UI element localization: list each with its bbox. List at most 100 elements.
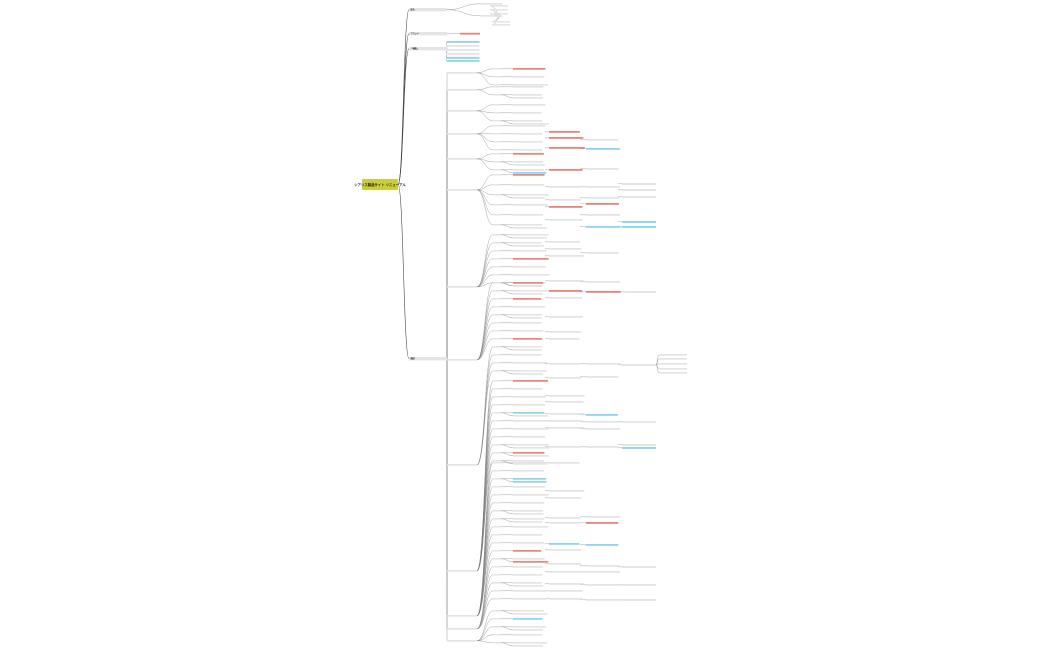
mindmap-node[interactable] (490, 9, 508, 11)
mindmap-node[interactable] (493, 362, 501, 364)
mindmap-node[interactable] (447, 158, 477, 160)
mindmap-node[interactable] (513, 97, 543, 99)
mindmap-node[interactable] (447, 110, 477, 112)
mindmap-node[interactable] (513, 224, 543, 226)
mindmap-node[interactable] (549, 401, 584, 403)
mindmap-node[interactable] (493, 76, 501, 78)
mindmap-node[interactable] (586, 281, 621, 283)
mindmap-node[interactable] (513, 141, 543, 143)
mindmap-node[interactable] (586, 203, 619, 205)
mindmap-node[interactable] (493, 590, 501, 592)
mindmap-node[interactable] (586, 214, 621, 216)
mindmap-node[interactable] (549, 297, 583, 299)
mindmap-node[interactable] (513, 598, 547, 600)
mindmap-node[interactable] (493, 370, 501, 372)
mindmap-node[interactable] (586, 363, 620, 365)
mindmap-node[interactable] (493, 141, 501, 143)
mindmap-node[interactable] (513, 420, 549, 422)
mindmap-node[interactable] (493, 330, 501, 332)
mindmap-node[interactable] (513, 314, 543, 316)
mindmap-node[interactable] (549, 363, 580, 365)
mindmap-node[interactable] (549, 280, 584, 282)
mindmap-node[interactable] (513, 463, 548, 465)
mindmap-node[interactable] (492, 21, 510, 23)
mindmap-node[interactable] (493, 174, 501, 176)
mindmap-node[interactable] (446, 57, 480, 59)
mindmap-node[interactable] (447, 570, 477, 572)
mindmap-node[interactable] (493, 298, 501, 300)
mindmap-node[interactable] (513, 618, 543, 620)
mindmap-node[interactable] (513, 388, 543, 390)
mindmap-node[interactable] (447, 189, 477, 191)
mindmap-node[interactable] (493, 153, 501, 155)
mindmap-node[interactable] (513, 582, 542, 584)
mindmap-node[interactable] (549, 517, 581, 519)
mindmap-node[interactable] (549, 248, 582, 250)
mindmap-node[interactable] (493, 290, 501, 292)
mindmap-node[interactable] (480, 3, 502, 5)
mindmap-node[interactable] (513, 370, 547, 372)
mindmap-node[interactable] (493, 486, 501, 488)
mindmap-node[interactable] (549, 571, 585, 573)
mindmap-node[interactable] (493, 542, 501, 544)
mindmap-node[interactable] (513, 174, 545, 176)
mindmap-node[interactable] (513, 613, 548, 615)
mindmap-node[interactable] (493, 282, 501, 284)
mindmap-node[interactable] (493, 494, 501, 496)
mindmap-node[interactable] (493, 161, 501, 163)
mindmap-node[interactable] (493, 534, 501, 536)
mindmap-node[interactable] (586, 414, 619, 416)
mindmap-node[interactable] (513, 169, 545, 171)
mindmap-node[interactable] (513, 574, 543, 576)
mindmap-node[interactable] (513, 214, 544, 216)
mindmap-node[interactable] (493, 380, 501, 382)
mindmap-node[interactable] (513, 550, 542, 552)
mindmap-node[interactable] (513, 237, 547, 239)
mindmap-node[interactable] (586, 584, 621, 586)
mindmap-node[interactable] (513, 245, 544, 247)
mindmap-node[interactable] (586, 376, 619, 378)
mindmap-node[interactable] (513, 415, 549, 417)
mindmap-node[interactable] (493, 436, 501, 438)
mindmap-node[interactable] (513, 293, 543, 295)
mindmap-node[interactable] (549, 338, 580, 340)
mindmap-node[interactable] (513, 68, 546, 70)
mindmap-node[interactable] (622, 291, 656, 293)
mindmap-node[interactable] (549, 206, 583, 208)
mindmap-node[interactable] (586, 544, 619, 546)
mindmap-node[interactable] (493, 420, 501, 422)
mindmap-node[interactable] (549, 583, 584, 585)
mindmap-node[interactable] (513, 412, 545, 414)
mindmap-node[interactable] (513, 184, 545, 186)
mindmap-node[interactable] (513, 298, 542, 300)
mindmap-node[interactable] (493, 462, 501, 464)
mindmap-node[interactable] (447, 640, 477, 642)
mindmap-node[interactable] (513, 452, 545, 454)
mindmap-node[interactable] (490, 5, 508, 7)
mindmap-node[interactable] (622, 183, 656, 185)
mindmap-node[interactable] (549, 377, 582, 379)
mindmap-node[interactable] (549, 255, 584, 257)
mindmap-node[interactable] (586, 226, 621, 228)
mindmap-node[interactable] (549, 413, 585, 415)
mindmap-node[interactable] (513, 396, 546, 398)
mindmap-node[interactable] (549, 331, 582, 333)
mindmap-node[interactable] (513, 76, 545, 78)
mindmap-node[interactable] (446, 60, 480, 62)
mindmap-node[interactable] (622, 599, 656, 601)
mindmap-node[interactable] (513, 84, 549, 86)
mindmap-node[interactable] (513, 494, 549, 496)
mindmap-node[interactable] (493, 558, 501, 560)
mindmap-node[interactable] (513, 290, 547, 292)
mindmap-node[interactable] (447, 628, 477, 630)
mindmap-node[interactable] (513, 629, 544, 631)
mindmap-node[interactable] (493, 550, 501, 552)
mindmap-node[interactable] (493, 306, 501, 308)
mindmap-node[interactable] (549, 395, 585, 397)
mindmap-node[interactable] (493, 224, 501, 226)
mindmap-node[interactable] (513, 460, 545, 462)
mindmap-node[interactable] (493, 322, 501, 324)
mindmap-node[interactable] (447, 133, 477, 135)
mindmap-node[interactable] (549, 186, 582, 188)
mindmap-node[interactable] (513, 513, 544, 515)
